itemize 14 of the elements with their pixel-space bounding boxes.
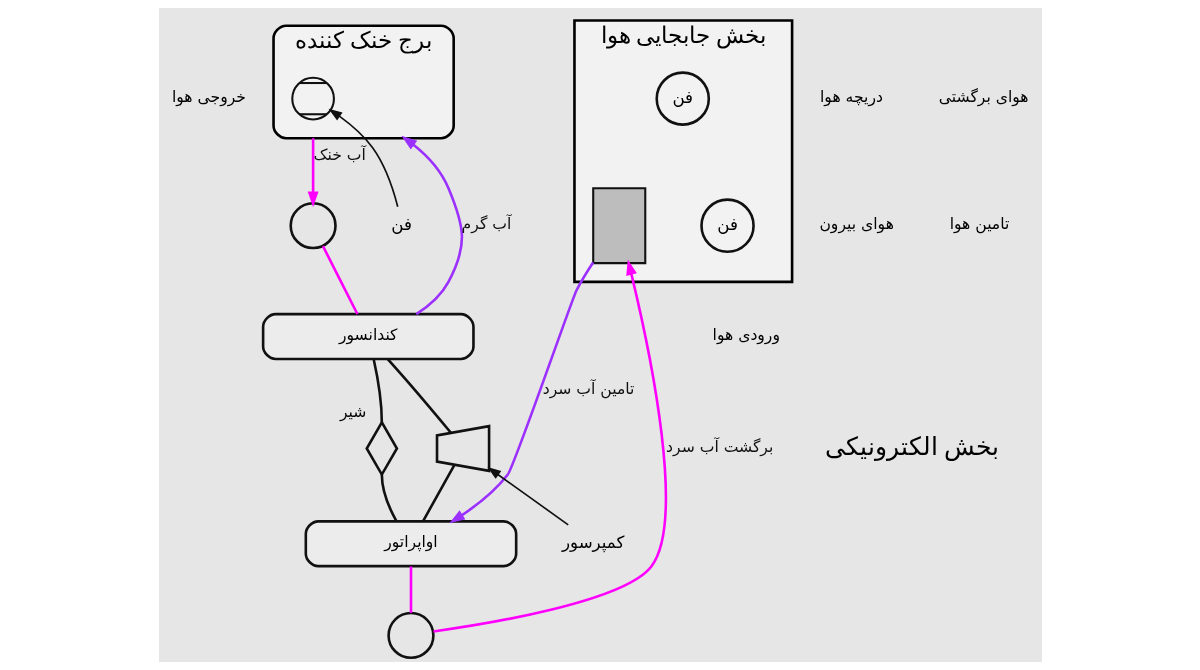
label: خروجی هوا: [171, 88, 246, 107]
label: بخش الکترونیکی: [824, 432, 999, 460]
label: دریچه هوا: [819, 88, 883, 107]
node-text: کمپرسور: [561, 532, 624, 552]
edge-label: آب گرم: [461, 215, 511, 234]
label: تامین هوا: [949, 215, 1009, 234]
node-label: شیر: [339, 403, 366, 422]
label: هوای برگشتی: [938, 88, 1029, 107]
edge-label: آب خنک: [313, 146, 366, 165]
edge-label: برگشت آب سرد: [665, 438, 773, 457]
node-text: فن: [390, 214, 412, 234]
label: هوای بیرون: [818, 215, 894, 234]
edge-label: تامین آب سرد: [542, 380, 634, 399]
label: ورودی هوا: [712, 326, 780, 345]
